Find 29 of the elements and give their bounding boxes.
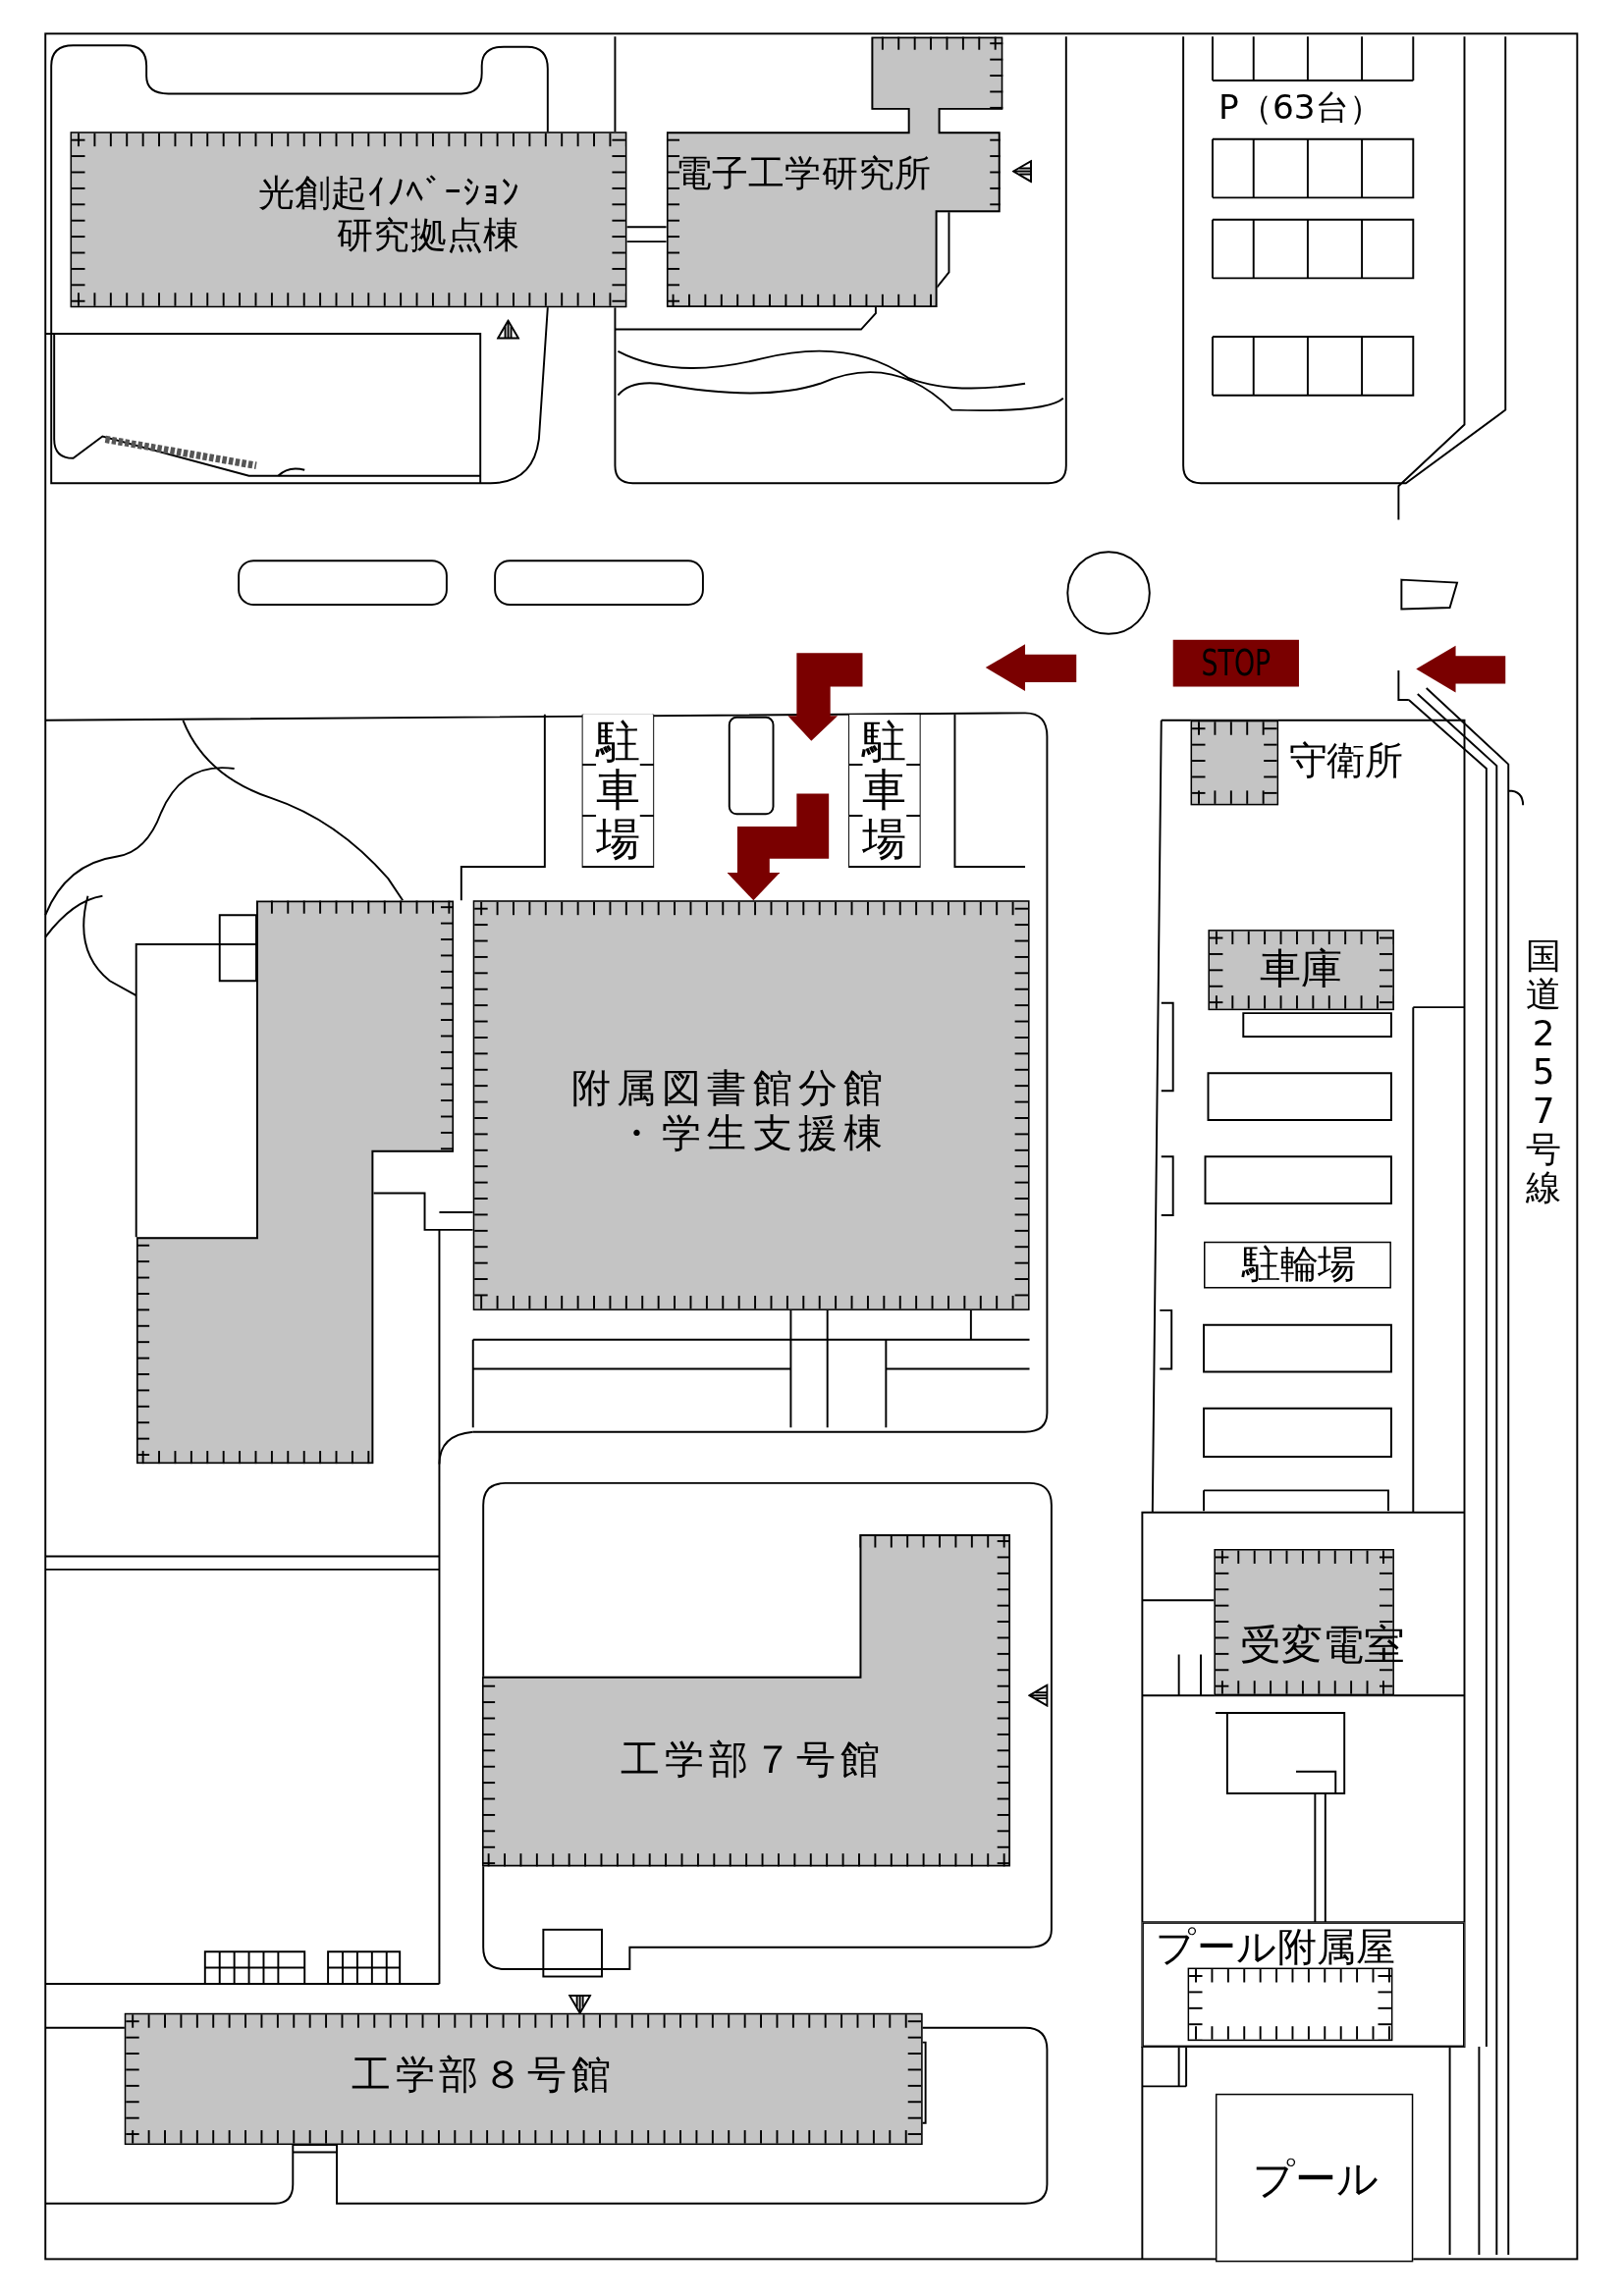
place-label: 駐車場	[596, 717, 640, 863]
building	[1208, 930, 1394, 1011]
building	[472, 900, 1030, 1310]
place-label: 車庫	[1259, 945, 1343, 993]
bicycle-parking	[1204, 1241, 1391, 1289]
place-label: 工学部７号館	[621, 1735, 885, 1783]
place-label: 駐輪場	[1240, 1243, 1358, 1287]
building	[135, 900, 455, 1465]
place-label: 工学部８号館	[351, 2051, 616, 2097]
place-label: 守衛所	[1288, 739, 1403, 783]
place-label: 駐車場	[862, 717, 907, 863]
place-label: 電子工学研究所	[675, 153, 932, 196]
building	[70, 132, 627, 308]
pool	[1215, 2093, 1414, 2263]
sign-text: STOP	[1200, 642, 1272, 685]
place-label: 附属図書館分館・学生支援棟	[569, 1064, 890, 1155]
place-label: プール	[1252, 2157, 1380, 2204]
building	[124, 2012, 923, 2146]
building	[1142, 1922, 1465, 2048]
stop-sign	[1172, 639, 1299, 687]
route-arrow	[727, 793, 830, 901]
building	[481, 1534, 1011, 1867]
parking-capacity-label: P（63台）	[1218, 87, 1383, 127]
road-name-label: 国道257号線	[1526, 936, 1561, 1208]
parking-area	[849, 714, 920, 867]
place-label: プール附属屋	[1155, 1923, 1396, 1970]
parking-area	[582, 714, 654, 867]
building	[666, 36, 1003, 308]
place-label: 光創起ｲﾉﾍﾞｰｼｮﾝ研究拠点棟	[256, 173, 520, 257]
